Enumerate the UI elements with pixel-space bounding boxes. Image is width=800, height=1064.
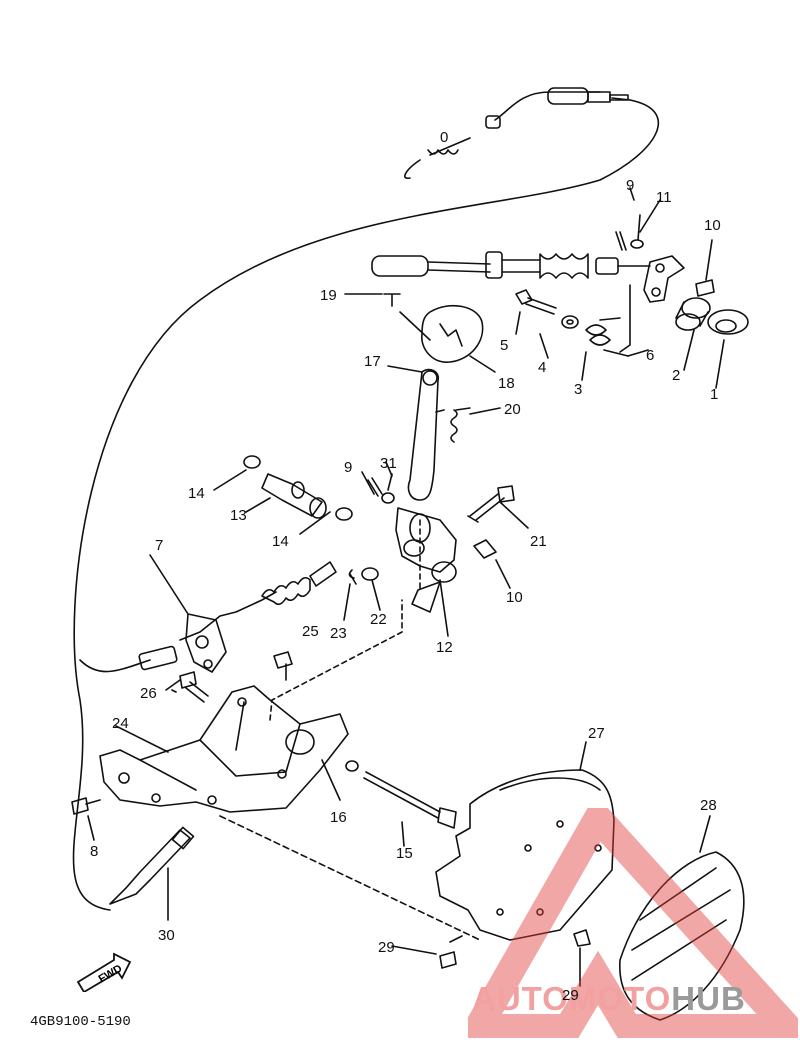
cable-30 xyxy=(109,829,191,905)
callout-0: 0 xyxy=(440,129,449,146)
shift-lever-17 xyxy=(407,368,440,501)
callout-29-right: 29 xyxy=(562,987,579,1004)
cover-27 xyxy=(435,769,615,941)
callout-8: 8 xyxy=(90,843,99,860)
forward-arrow-icon: FWD xyxy=(76,952,132,992)
callout-10-upper: 10 xyxy=(704,217,721,234)
bolt-5 xyxy=(515,289,557,315)
watermark-part-b: HUB xyxy=(671,980,746,1017)
callout-21: 21 xyxy=(530,533,547,550)
washer-16 xyxy=(345,760,359,772)
watermark-text: AUTOMOTOHUB xyxy=(472,980,746,1018)
roller-13 xyxy=(261,473,323,517)
cable-7-boot xyxy=(261,576,311,606)
fwd-label: FWD xyxy=(97,963,125,986)
bolt-29-left xyxy=(439,935,463,969)
shift-cable-7 xyxy=(179,591,277,641)
pin-9-lower xyxy=(367,477,383,497)
bolt-10-upper xyxy=(695,279,715,297)
callout-18: 18 xyxy=(498,375,515,392)
bolt-8 xyxy=(71,797,101,815)
callout-30: 30 xyxy=(158,927,175,944)
lever-6 xyxy=(643,255,685,303)
callout-9-upper: 9 xyxy=(626,177,635,194)
callout-9-lower: 9 xyxy=(344,459,353,476)
callout-15: 15 xyxy=(396,845,413,862)
spring-0 xyxy=(427,137,471,156)
upper-cable-sleeve xyxy=(371,255,429,277)
callout-10-lower: 10 xyxy=(506,589,523,606)
shift-knob-18 xyxy=(421,304,484,363)
washer-11 xyxy=(630,239,644,249)
bolt-26 xyxy=(179,671,209,703)
o-ring-14-upper xyxy=(243,455,261,469)
bracket-24 xyxy=(99,685,349,813)
cotter-pin-23 xyxy=(348,569,357,585)
callout-20: 20 xyxy=(504,401,521,418)
callout-23: 23 xyxy=(330,625,347,642)
callout-6: 6 xyxy=(646,347,655,364)
callout-17: 17 xyxy=(364,353,381,370)
callout-22: 22 xyxy=(370,611,387,628)
bolt-15 xyxy=(363,771,441,819)
callout-14-upper: 14 xyxy=(188,485,205,502)
callout-29-left: 29 xyxy=(378,939,395,956)
callout-27: 27 xyxy=(588,725,605,742)
callout-24: 24 xyxy=(112,715,129,732)
callout-5: 5 xyxy=(500,337,509,354)
pin-9-upper xyxy=(615,231,627,251)
callout-14-lower: 14 xyxy=(272,533,289,550)
guard-28 xyxy=(619,851,745,1021)
callout-12: 12 xyxy=(436,639,453,656)
callout-1: 1 xyxy=(710,386,719,403)
cable-7-bracket xyxy=(185,613,227,673)
callout-11: 11 xyxy=(656,189,672,206)
screw-25 xyxy=(273,651,293,669)
watermark-triangle-icon xyxy=(468,808,798,1038)
callout-3: 3 xyxy=(574,381,583,398)
collar-2 xyxy=(681,297,711,319)
callout-7: 7 xyxy=(155,537,164,554)
callout-19: 19 xyxy=(320,287,337,304)
callout-26: 26 xyxy=(140,685,157,702)
upper-cable-boot xyxy=(539,253,589,279)
callout-13: 13 xyxy=(230,507,247,524)
callout-16: 16 xyxy=(330,809,347,826)
top-cable-end xyxy=(547,87,589,105)
spring-20 xyxy=(450,407,471,443)
o-ring-14-lower xyxy=(335,507,353,521)
pivot-bracket-12 xyxy=(395,507,457,573)
catalog-number: 4GB9100-5190 xyxy=(30,1014,131,1030)
bolt-29-right xyxy=(573,929,591,947)
callout-28: 28 xyxy=(700,797,717,814)
watermark-part-a: AUTOMOTO xyxy=(472,980,672,1017)
spring-3 xyxy=(585,317,629,357)
bolt-10-lower xyxy=(473,539,497,559)
callout-4: 4 xyxy=(538,359,547,376)
main-cable-loop xyxy=(72,99,660,911)
washer-22 xyxy=(361,567,379,581)
callout-31: 31 xyxy=(380,455,397,472)
washer-4 xyxy=(561,315,579,329)
bushing-1 xyxy=(707,309,749,335)
screw-19 xyxy=(383,293,401,307)
callout-25: 25 xyxy=(302,623,319,640)
bolt-21 xyxy=(469,485,515,521)
cable-loop-lower xyxy=(79,659,151,673)
washer-31 xyxy=(381,492,395,504)
callout-2: 2 xyxy=(672,367,681,384)
